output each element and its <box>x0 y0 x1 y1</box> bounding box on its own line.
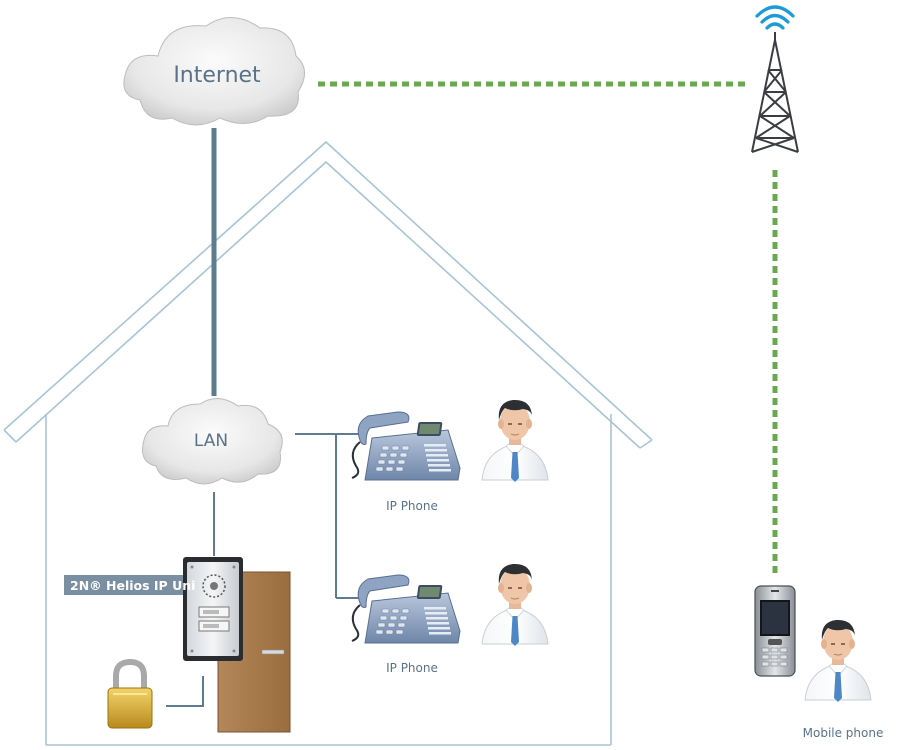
ip-phone-icon <box>351 574 461 644</box>
mobile-phone-label: Mobile phone <box>803 726 884 740</box>
lan-cloud: LAN <box>142 398 283 485</box>
wired-links <box>166 128 365 707</box>
cell-tower <box>751 5 799 153</box>
intercom-tag: 2N® Helios IP Uni <box>64 575 195 595</box>
mobile-phone-icon <box>754 585 796 677</box>
ip-phone-1-label: IP Phone <box>386 499 438 513</box>
ip-phone-station-2: IP Phone <box>351 563 549 675</box>
intercom-label: 2N® Helios IP Uni <box>70 578 195 593</box>
person-icon <box>804 619 872 703</box>
ip-phone-2-label: IP Phone <box>386 661 438 675</box>
intercom-icon <box>183 557 243 661</box>
ip-phone-icon <box>351 411 461 481</box>
person-icon <box>481 563 549 647</box>
padlock-icon <box>107 658 153 729</box>
cloud-icon <box>123 17 305 126</box>
wifi-signal-icon <box>755 5 795 30</box>
wireless-links <box>318 81 778 575</box>
internet-cloud: Internet <box>123 17 305 126</box>
lan-label: LAN <box>194 431 228 451</box>
internet-label: Internet <box>173 63 261 88</box>
house-outline-icon <box>3 140 653 746</box>
person-icon <box>481 399 549 483</box>
ip-phone-station-1: IP Phone <box>351 399 549 513</box>
cloud-icon <box>142 398 283 485</box>
mobile-station: Mobile phone <box>754 585 884 740</box>
lock-intercom-link <box>166 676 204 707</box>
cell-tower-icon <box>751 32 799 153</box>
